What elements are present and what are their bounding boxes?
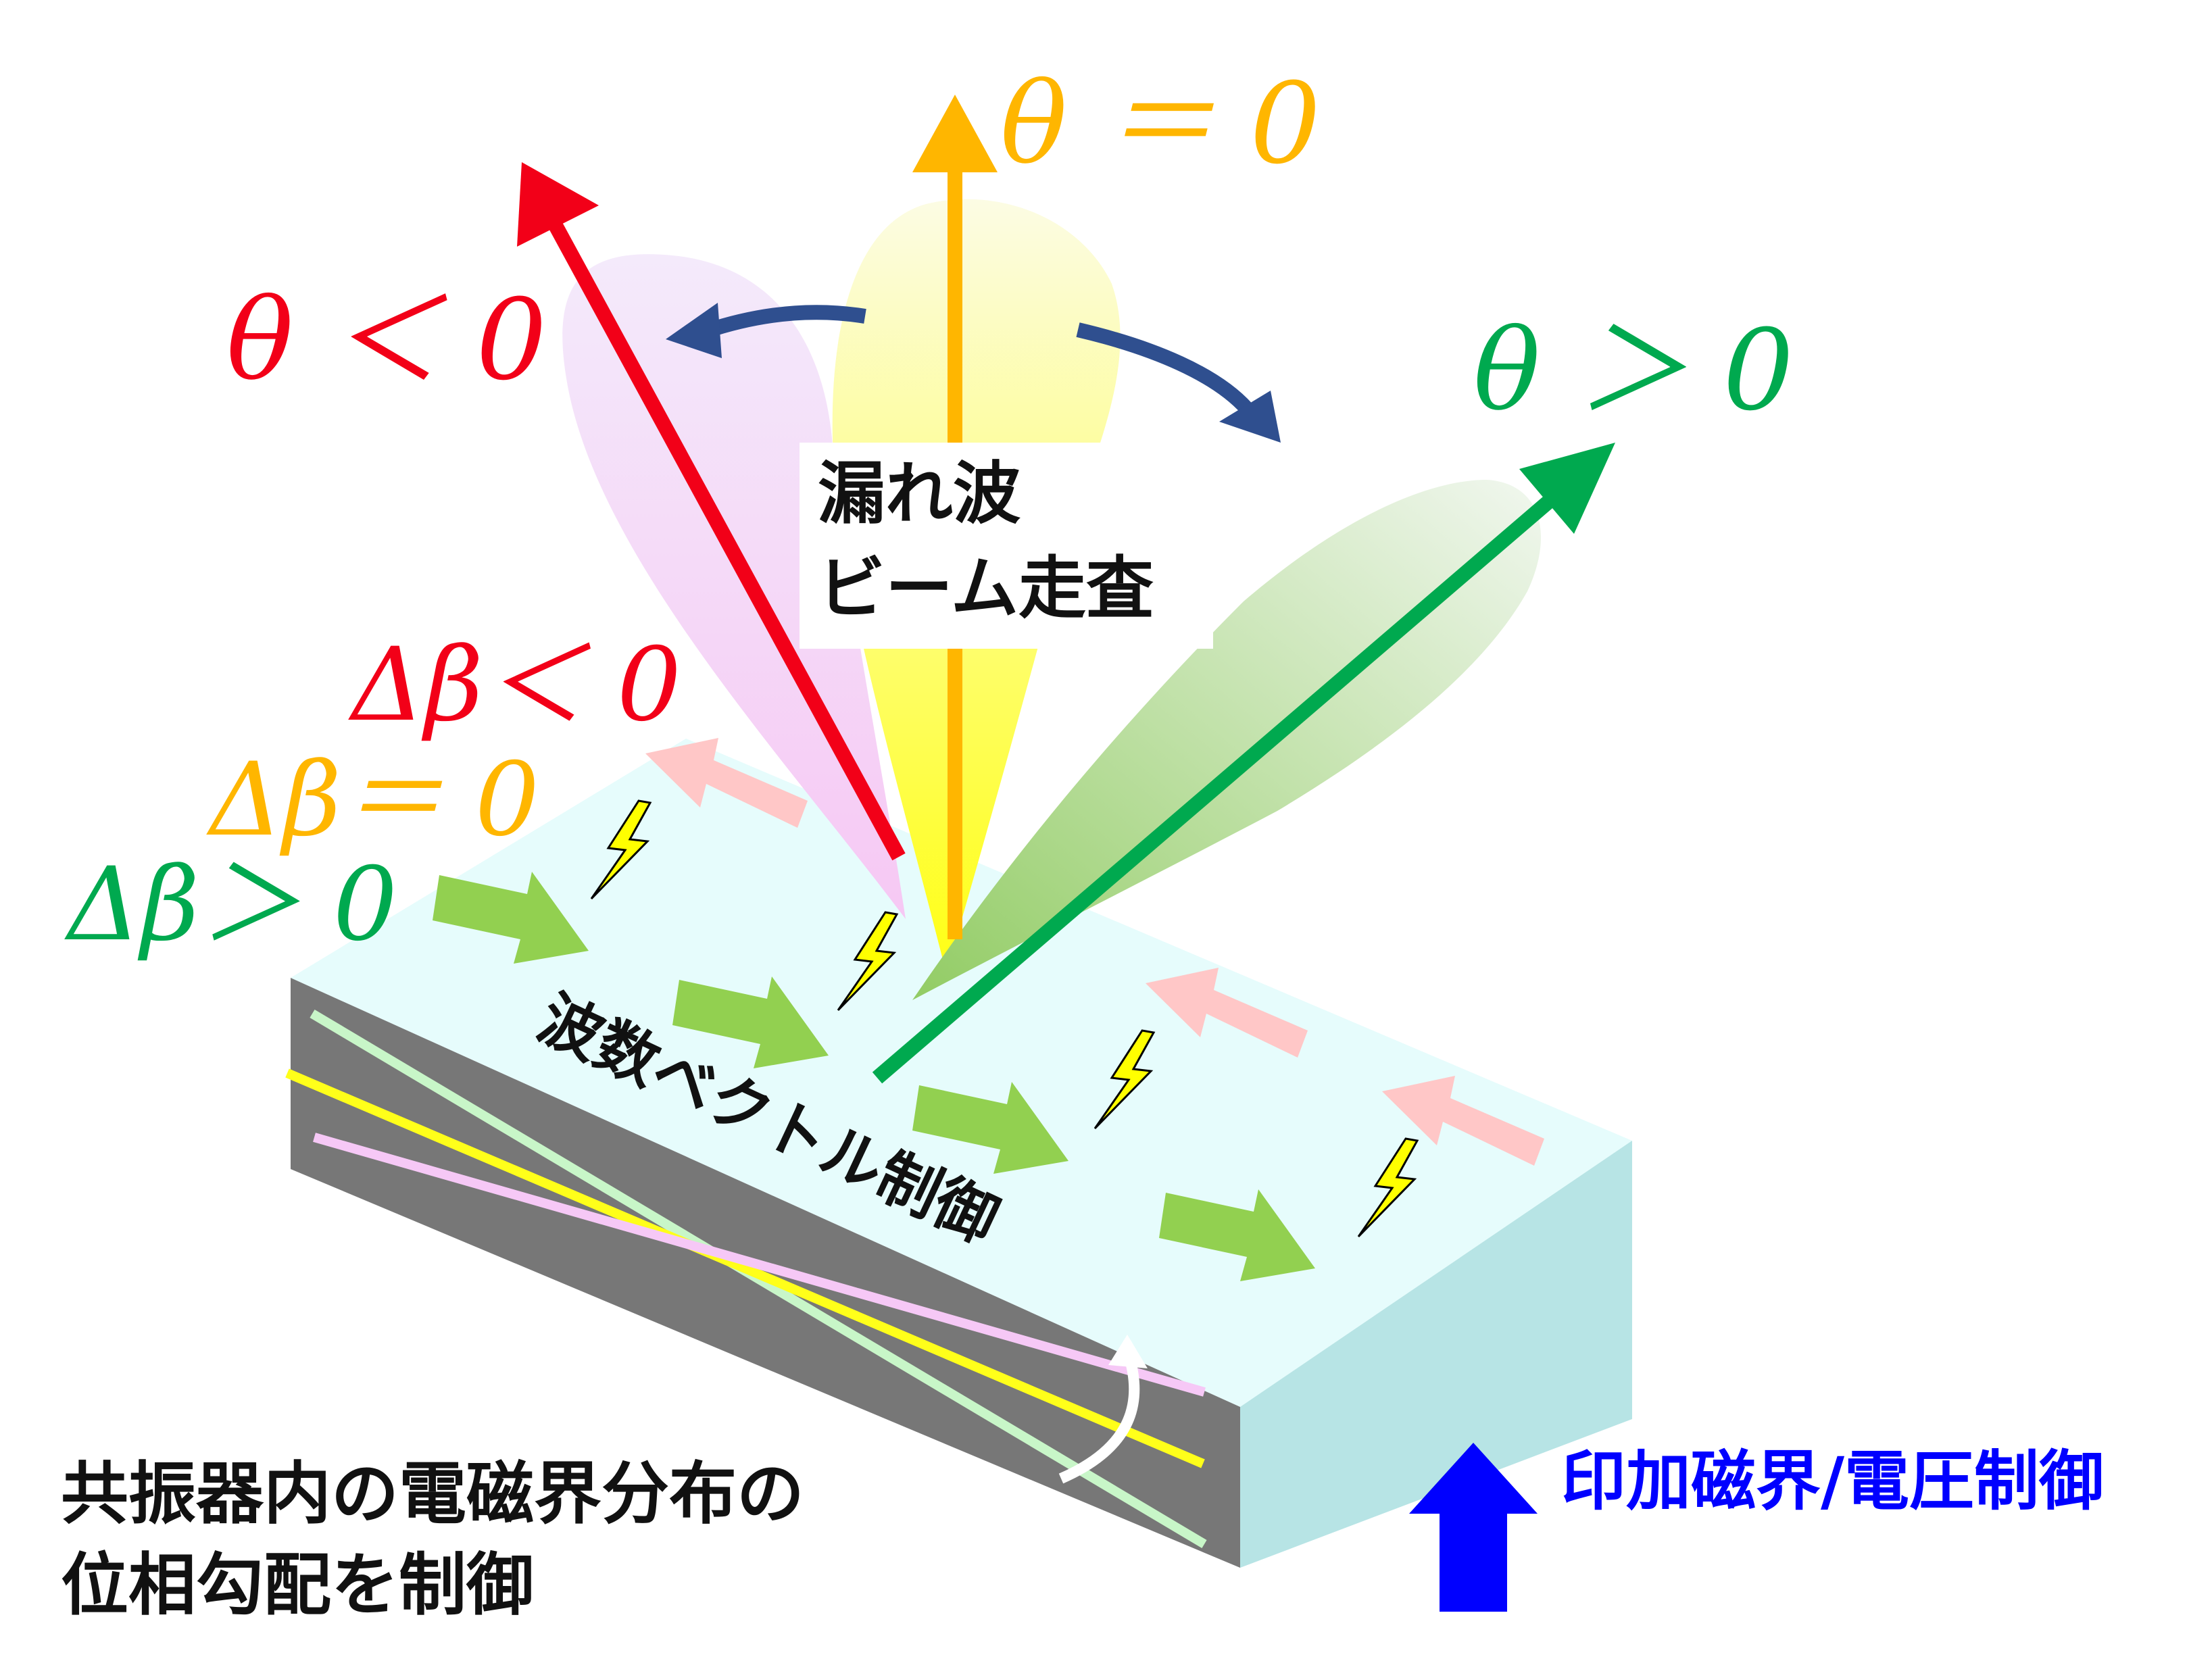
lightning-icons: [590, 799, 1419, 1238]
resonator-slab: [285, 739, 1632, 1568]
phase-gradient-arrow: [1058, 1353, 1140, 1484]
slab-top-face: [291, 739, 1632, 1407]
wave-arrows-pink: [645, 738, 1544, 1166]
phase-gradient-arrowhead: [1108, 1335, 1148, 1368]
wave-arrow-pink: [1382, 1076, 1544, 1166]
label-beam-line2: ビーム走査: [818, 549, 1154, 628]
lightning-icon: [1093, 1029, 1156, 1130]
label-dbeta-zero: Δβ＝ 0: [206, 741, 539, 859]
label-dbeta-negative: Δβ＜ 0: [348, 626, 681, 744]
slab-side-face: [1240, 1141, 1632, 1568]
beam-arrow-theta-negative: [517, 162, 906, 861]
beam-lobe-pink: [562, 254, 906, 919]
lightning-icon: [1357, 1137, 1419, 1238]
beam-lobe-green: [912, 480, 1541, 1000]
control-arrow-icon: [1409, 1443, 1538, 1612]
field-line-pink: [313, 1133, 1206, 1397]
wave-arrow-green: [912, 1082, 1068, 1174]
wave-arrow-pink: [1146, 968, 1308, 1058]
label-bottom-line2: 位相勾配を制御: [61, 1545, 534, 1625]
label-bottom-line1: 共振器内の電磁界分布の: [61, 1454, 804, 1533]
label-control: 印加磁界/電圧制御: [1561, 1443, 2104, 1519]
scan-arrow-right: [1076, 322, 1281, 443]
wave-arrow-green: [672, 976, 829, 1068]
scan-arrow-left: [666, 303, 866, 358]
wave-arrows-green: [433, 872, 1315, 1281]
wave-arrow-green: [433, 872, 589, 964]
label-theta-positive: θ ＞ 0: [1473, 305, 1794, 435]
lightning-icon: [837, 911, 899, 1012]
label-dbeta-positive: Δβ＞ 0: [64, 846, 397, 964]
beam-label-box: [800, 443, 1213, 649]
wave-arrow-pink: [645, 738, 808, 828]
label-theta-zero: θ ＝ 0: [1000, 59, 1321, 189]
lightning-icon: [590, 799, 652, 900]
beam-arrow-theta-positive: [872, 443, 1615, 1084]
field-line-yellow: [285, 1068, 1205, 1468]
wave-arrow-green: [1159, 1189, 1315, 1281]
label-beam-line1: 漏れ波: [818, 454, 1021, 533]
label-theta-negative: θ ＜ 0: [226, 275, 547, 405]
